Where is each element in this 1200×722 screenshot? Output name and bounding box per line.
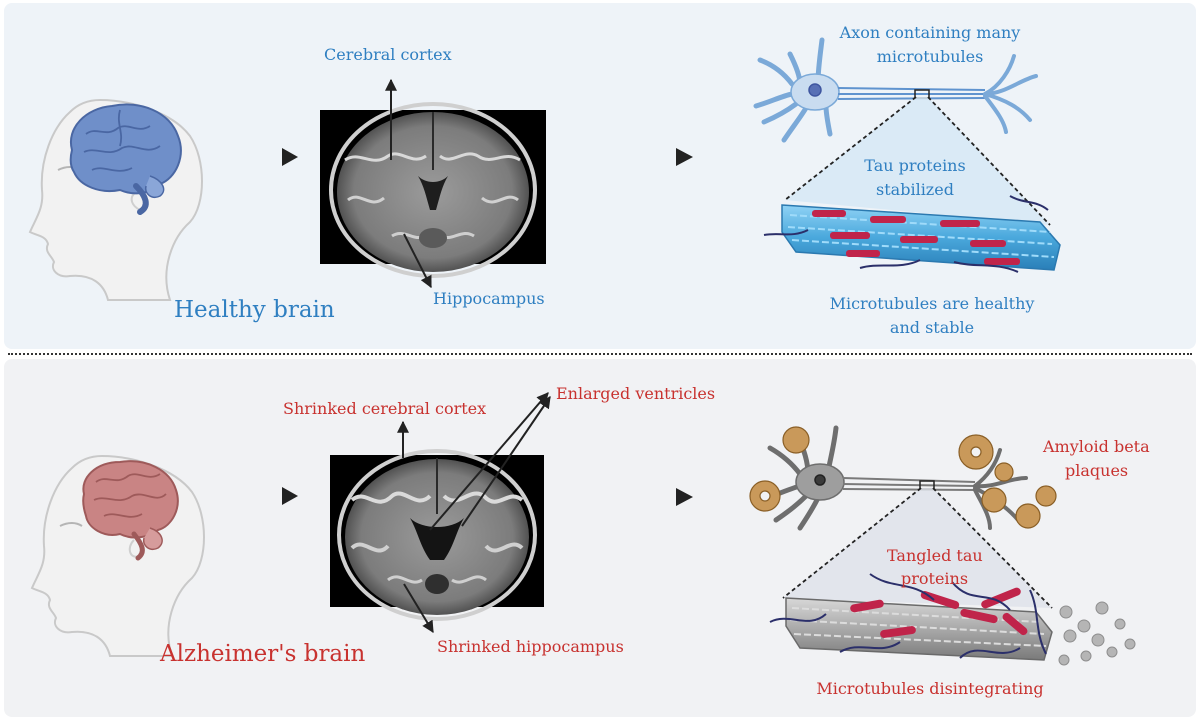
tau-stabilized-label-line1: Tau proteins [864,156,966,175]
axon-label-line2: microtubules [876,47,984,66]
shrinked-hippocampus-pointer-arrow [403,583,434,634]
alzheimers-brain-icon [82,460,179,561]
shrinked-hippocampus-label: Shrinked hippocampus [437,637,624,656]
tau-stabilized-label-line2: stabilized [876,180,954,199]
healthy-microtubule-icon [763,195,1061,273]
ventricle-pointer-arrow-2 [461,396,551,527]
enlarged-ventricles-label: Enlarged ventricles [556,384,716,403]
healthy-microtubule-label-line1: Microtubules are healthy [829,294,1035,313]
microtubule-disintegrating-label: Microtubules disintegrating [816,679,1044,698]
alzheimers-zoom-cone [783,488,1052,608]
healthy-microtubule-label-line2: and stable [889,318,975,337]
alzheimers-brain-title: Alzheimer's brain [160,641,366,667]
healthy-brain-icon [69,103,182,215]
amyloid-label-line2: plaques [1065,461,1129,480]
cortex-label: Cerebral cortex [324,45,452,64]
hippocampus-label: Hippocampus [433,289,545,308]
hippocampus-pointer-arrow [403,233,432,289]
amyloid-beta-plaques [749,426,1057,529]
shrinked-cortex-label: Shrinked cerebral cortex [283,399,487,418]
alzheimers-neuron-icon [759,425,1028,531]
alzheimers-mri-image [330,449,544,621]
axon-label-line1: Axon containing many [839,23,1021,42]
tangled-tau-label-line2: proteins [901,569,969,588]
alzheimers-microtubule-icon [769,573,1136,666]
section-divider [8,353,1192,355]
healthy-brain-title: Healthy brain [174,297,335,323]
tangled-tau-label-line1: Tangled tau [887,546,983,565]
healthy-neuron-icon [753,37,1038,143]
healthy-zoom-cone [785,97,1050,225]
ventricle-pointer-arrow-1 [429,392,549,531]
healthy-mri-image [320,102,546,278]
amyloid-label-line1: Amyloid beta [1043,437,1150,456]
